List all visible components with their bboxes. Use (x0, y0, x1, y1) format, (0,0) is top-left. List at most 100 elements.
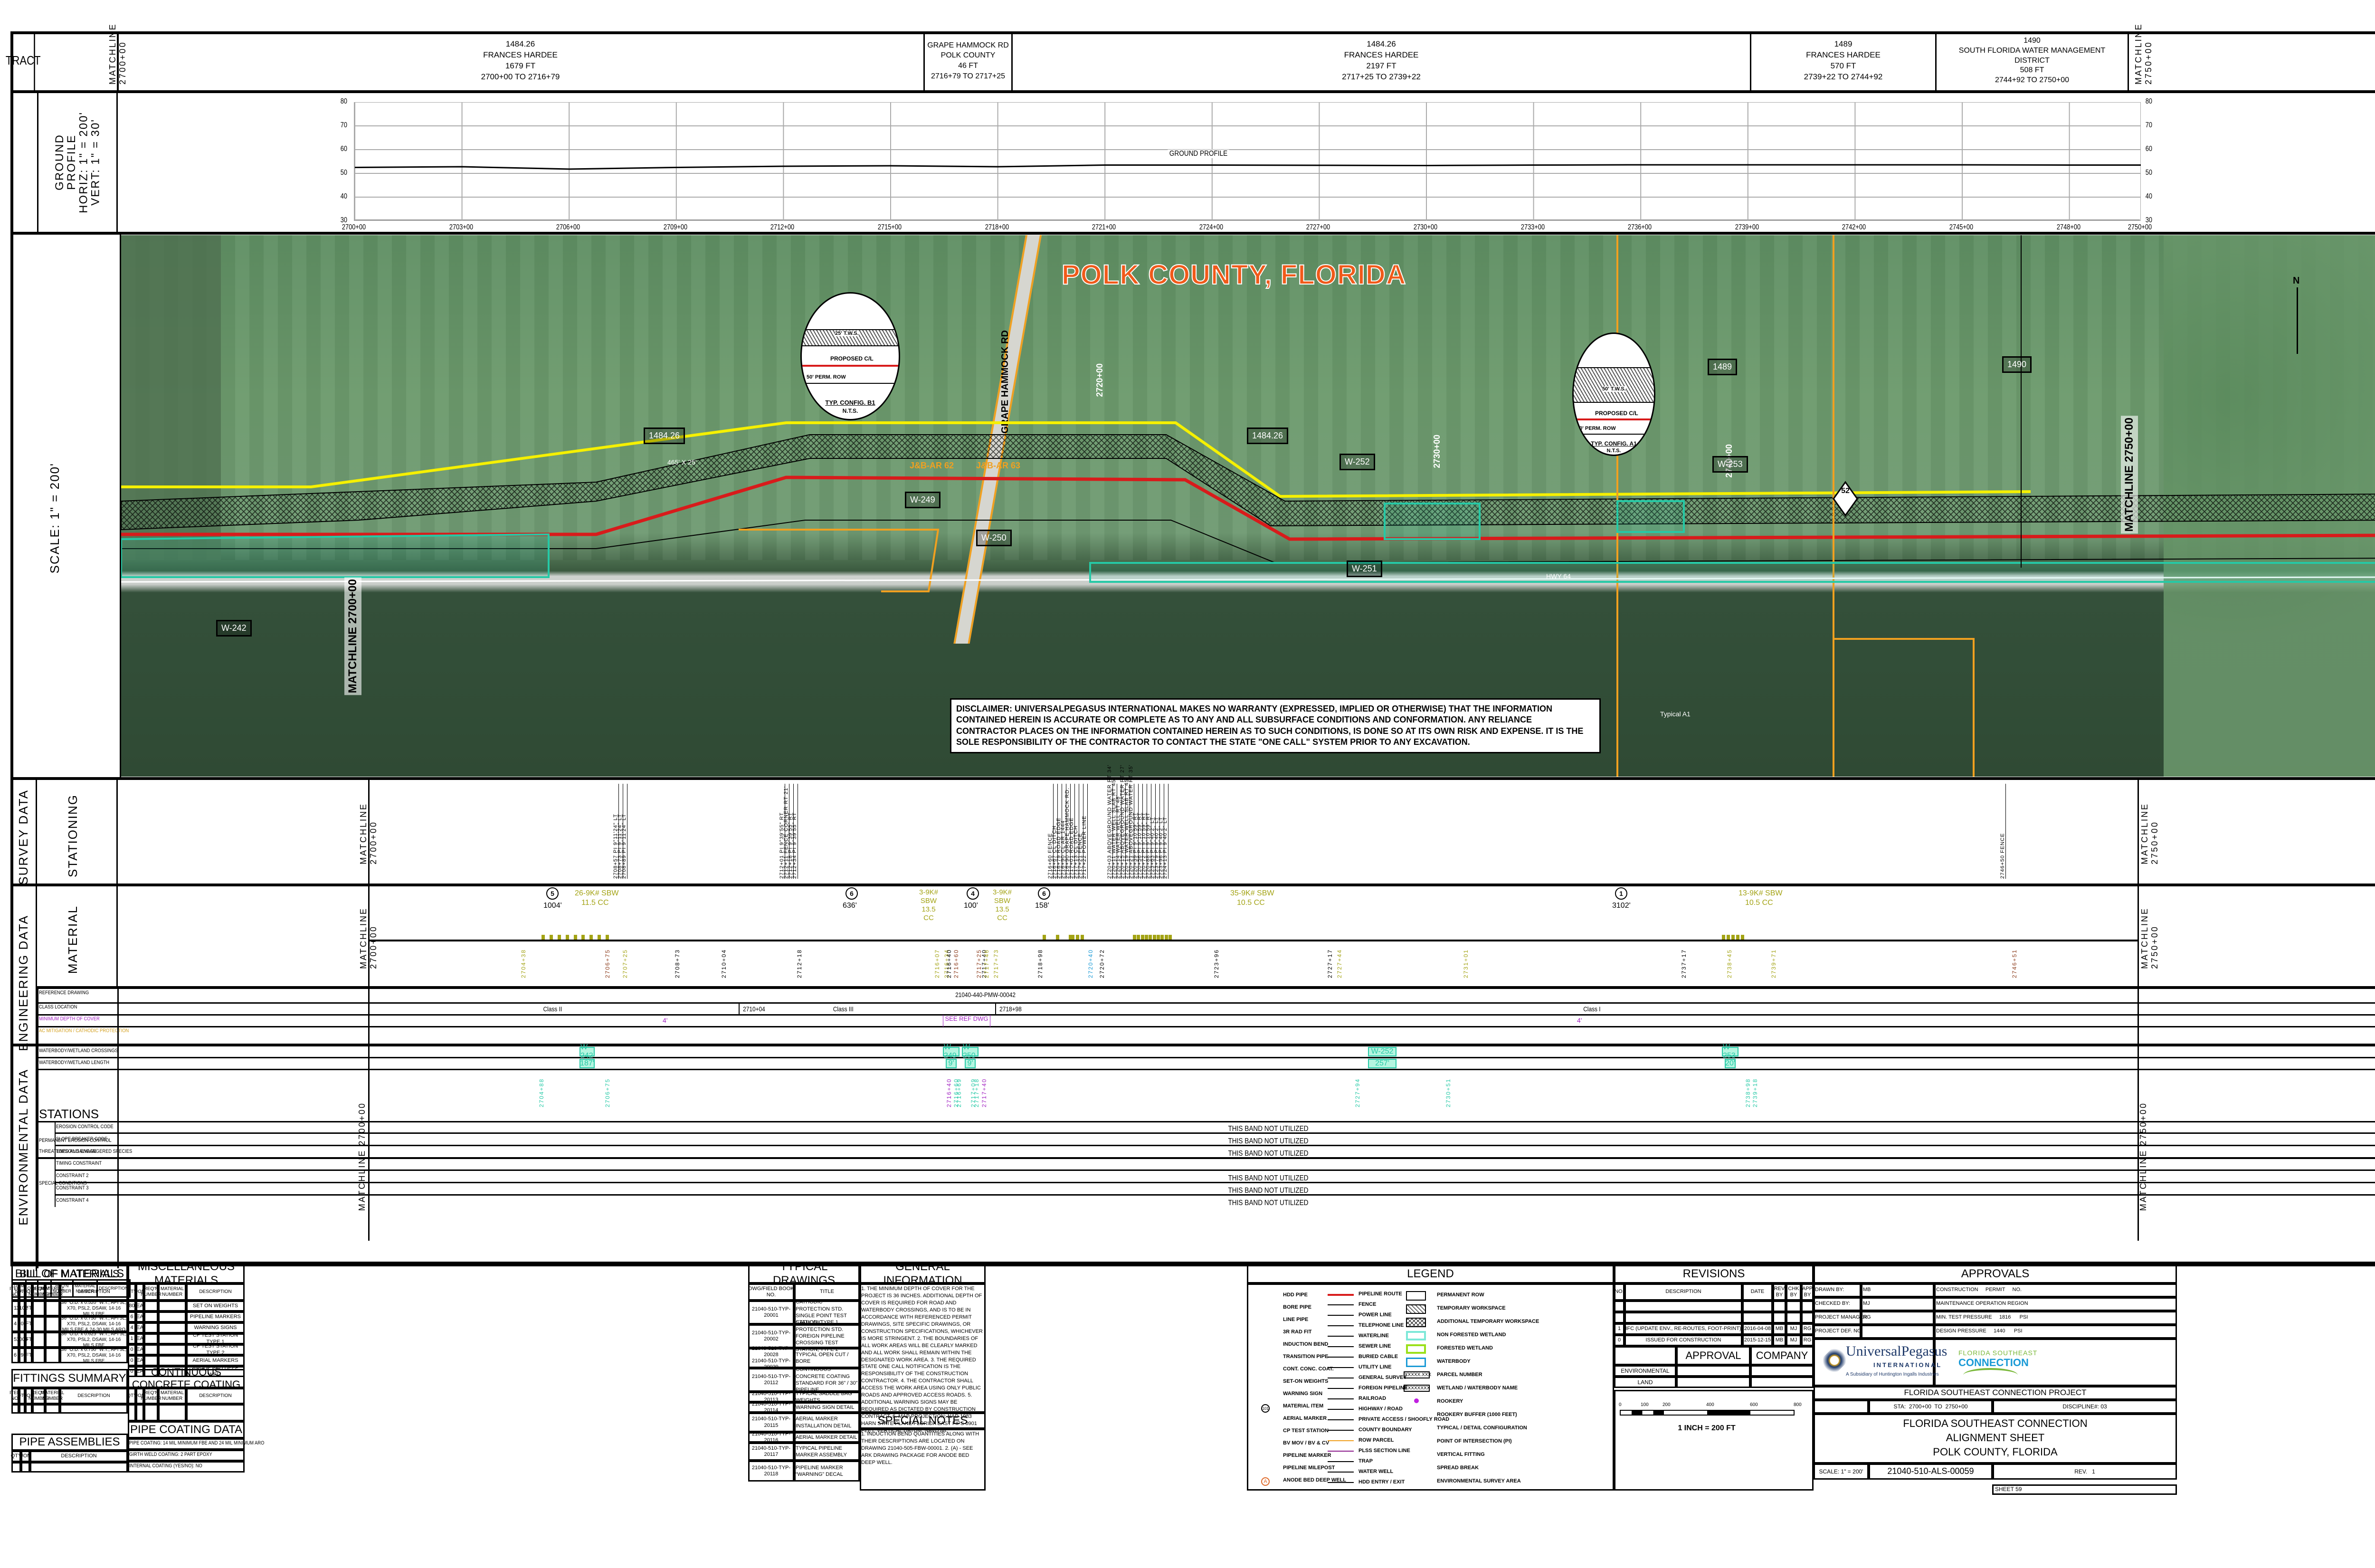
revision-cell: MB (1775, 1337, 1784, 1343)
tract-parcel: 1484.26 (1367, 39, 1396, 49)
wetland-crossing[interactable]: W-250 (962, 1043, 978, 1060)
cell-border (1934, 1311, 2177, 1325)
config-cl: PROPOSED C/L (1595, 410, 1638, 417)
wetland-crossing[interactable]: W-252 (1368, 1047, 1396, 1056)
env-row-label: CONSTRAINT 4 (56, 1197, 89, 1203)
wetland-label[interactable]: W-253 (1712, 456, 1748, 473)
wetland-label[interactable]: W-251 (1347, 561, 1382, 577)
cell-border (136, 1311, 144, 1322)
x-tick: 2733+00 (1520, 223, 1545, 231)
material-matchline-left: MATCHLINE 2700+00 (359, 907, 378, 969)
set-on-weight-icon (1043, 935, 1046, 940)
parcel-label[interactable]: 1484.26 (1247, 428, 1289, 444)
misc-cell (158, 1311, 186, 1322)
legend-item: PIPELINE MILEPOST (1283, 1465, 1335, 1471)
cell-border (186, 1388, 245, 1404)
divider (55, 1169, 2375, 1171)
divider (37, 1069, 2375, 1070)
misc-cell (144, 1344, 158, 1355)
cell-border (186, 1322, 245, 1333)
wetland-label[interactable]: W-250 (976, 530, 1012, 546)
legend-swatch-icon (1406, 1331, 1426, 1340)
wetland-label[interactable]: W-252 (1340, 454, 1375, 470)
legend-swatch-icon (1406, 1318, 1426, 1327)
wetland-crossing[interactable]: W-249 (943, 1043, 960, 1060)
typ-drawing-no: 21040-510-TYP-20115 (751, 1416, 791, 1428)
cell-border (158, 1333, 186, 1344)
revision-cell (1786, 1312, 1801, 1323)
cell-border (11, 1388, 19, 1404)
typ-drawing-title: TYPICAL PIPELINE MARKER ASSEMBLY (796, 1445, 847, 1458)
y-tick-right: 30 (2145, 216, 2153, 224)
wetland-length: 9' (965, 1059, 976, 1068)
cell-border (128, 1438, 245, 1450)
wetland-crossing[interactable]: W-242 (580, 1043, 595, 1060)
wetland-label[interactable]: W-249 (905, 492, 940, 508)
cell-border (1247, 1264, 1614, 1283)
parcel-label[interactable]: 1484.26 (644, 428, 685, 444)
cell-border (19, 1301, 25, 1316)
logo-fsc-top: FLORIDA SOUTHEAST (1958, 1349, 2038, 1357)
material-label: MATERIAL (66, 905, 80, 974)
bom-cell: 100 (18, 1321, 27, 1327)
revision-cell (1801, 1312, 1814, 1323)
wetland-label[interactable]: W-242 (216, 620, 252, 637)
cell-border (1814, 1297, 1861, 1311)
tract-length: 570 FT (1830, 61, 1856, 70)
revision-cell (1742, 1312, 1773, 1323)
parcel-label[interactable]: 1490 (2002, 356, 2032, 373)
legend-item: LINE PIPE (1283, 1317, 1309, 1322)
revision-cell: MJ (1790, 1326, 1797, 1332)
profile-side-label: GROUND PROFILE HORIZ: 1" = 200' VERT: 1"… (37, 93, 118, 232)
env-station: 2739+18 (1751, 1078, 1758, 1108)
pipe-assemblies-header: DESCRIPTION (61, 1453, 97, 1459)
profile-line (355, 102, 2141, 221)
bom-cell (45, 1348, 60, 1363)
cell-border (25, 1388, 32, 1404)
cell-border (1786, 1312, 1801, 1323)
cell-border (11, 1451, 21, 1462)
cell-border (748, 1324, 794, 1348)
cell-border (144, 1344, 158, 1355)
env-row-label: CONSTRAINT 3 (56, 1185, 89, 1191)
not-utilized-band: THIS BAND NOT UTILIZED (1228, 1187, 1309, 1195)
divider (10, 777, 2375, 780)
divider (37, 1026, 2375, 1027)
set-on-weight-icon (1140, 935, 1144, 940)
cell-border (1786, 1335, 1801, 1346)
cell-border (25, 1283, 32, 1301)
legend-swatch-icon (1406, 1291, 1426, 1301)
aerial-map[interactable]: GRAPE HAMMOCK RD POLK COUNTY, FLORIDA (121, 235, 2375, 777)
material-station: 2717+73 (992, 949, 999, 979)
concrete-col-header: UOM (134, 1393, 146, 1398)
material-station: 2738+45 (1726, 949, 1733, 979)
legend-line-icon (1328, 1419, 1354, 1420)
cell-border (32, 1316, 45, 1332)
cell-border (1801, 1283, 1814, 1301)
parcel-label[interactable]: 1489 (1708, 359, 1738, 375)
cell-border (1773, 1335, 1786, 1346)
bom-cell: 6 (13, 1352, 17, 1358)
cell-border (60, 1332, 128, 1348)
revision-cell: RG (1803, 1326, 1812, 1332)
cell-border (748, 1283, 794, 1301)
cell-border (158, 1311, 186, 1322)
wetland-crossing[interactable]: W-253 (1722, 1043, 1738, 1060)
tract-range: 2700+00 TO 2716+79 (481, 72, 560, 81)
config-row: 50' PERM. ROW (807, 374, 846, 380)
sheet-title-3: POLK COUNTY, FLORIDA (1933, 1445, 2058, 1458)
set-on-weight-icon (1164, 935, 1168, 940)
env-row-label: TIMING CONSTRAINT (56, 1160, 102, 1166)
legend-line-icon (1328, 1461, 1354, 1462)
divider (55, 1194, 2375, 1196)
cell-border (1624, 1335, 1742, 1346)
cell-border (186, 1333, 245, 1344)
not-utilized-band: THIS BAND NOT UTILIZED (1228, 1199, 1309, 1207)
tract-label: TRACT (6, 31, 41, 90)
revision-cell: 2016-04-08 (1744, 1326, 1771, 1332)
bom-cell (45, 1332, 60, 1348)
bom-cell: 3102 (16, 1305, 28, 1311)
cell-border (158, 1301, 186, 1311)
misc-cell (158, 1322, 186, 1333)
cell-border (128, 1322, 136, 1333)
